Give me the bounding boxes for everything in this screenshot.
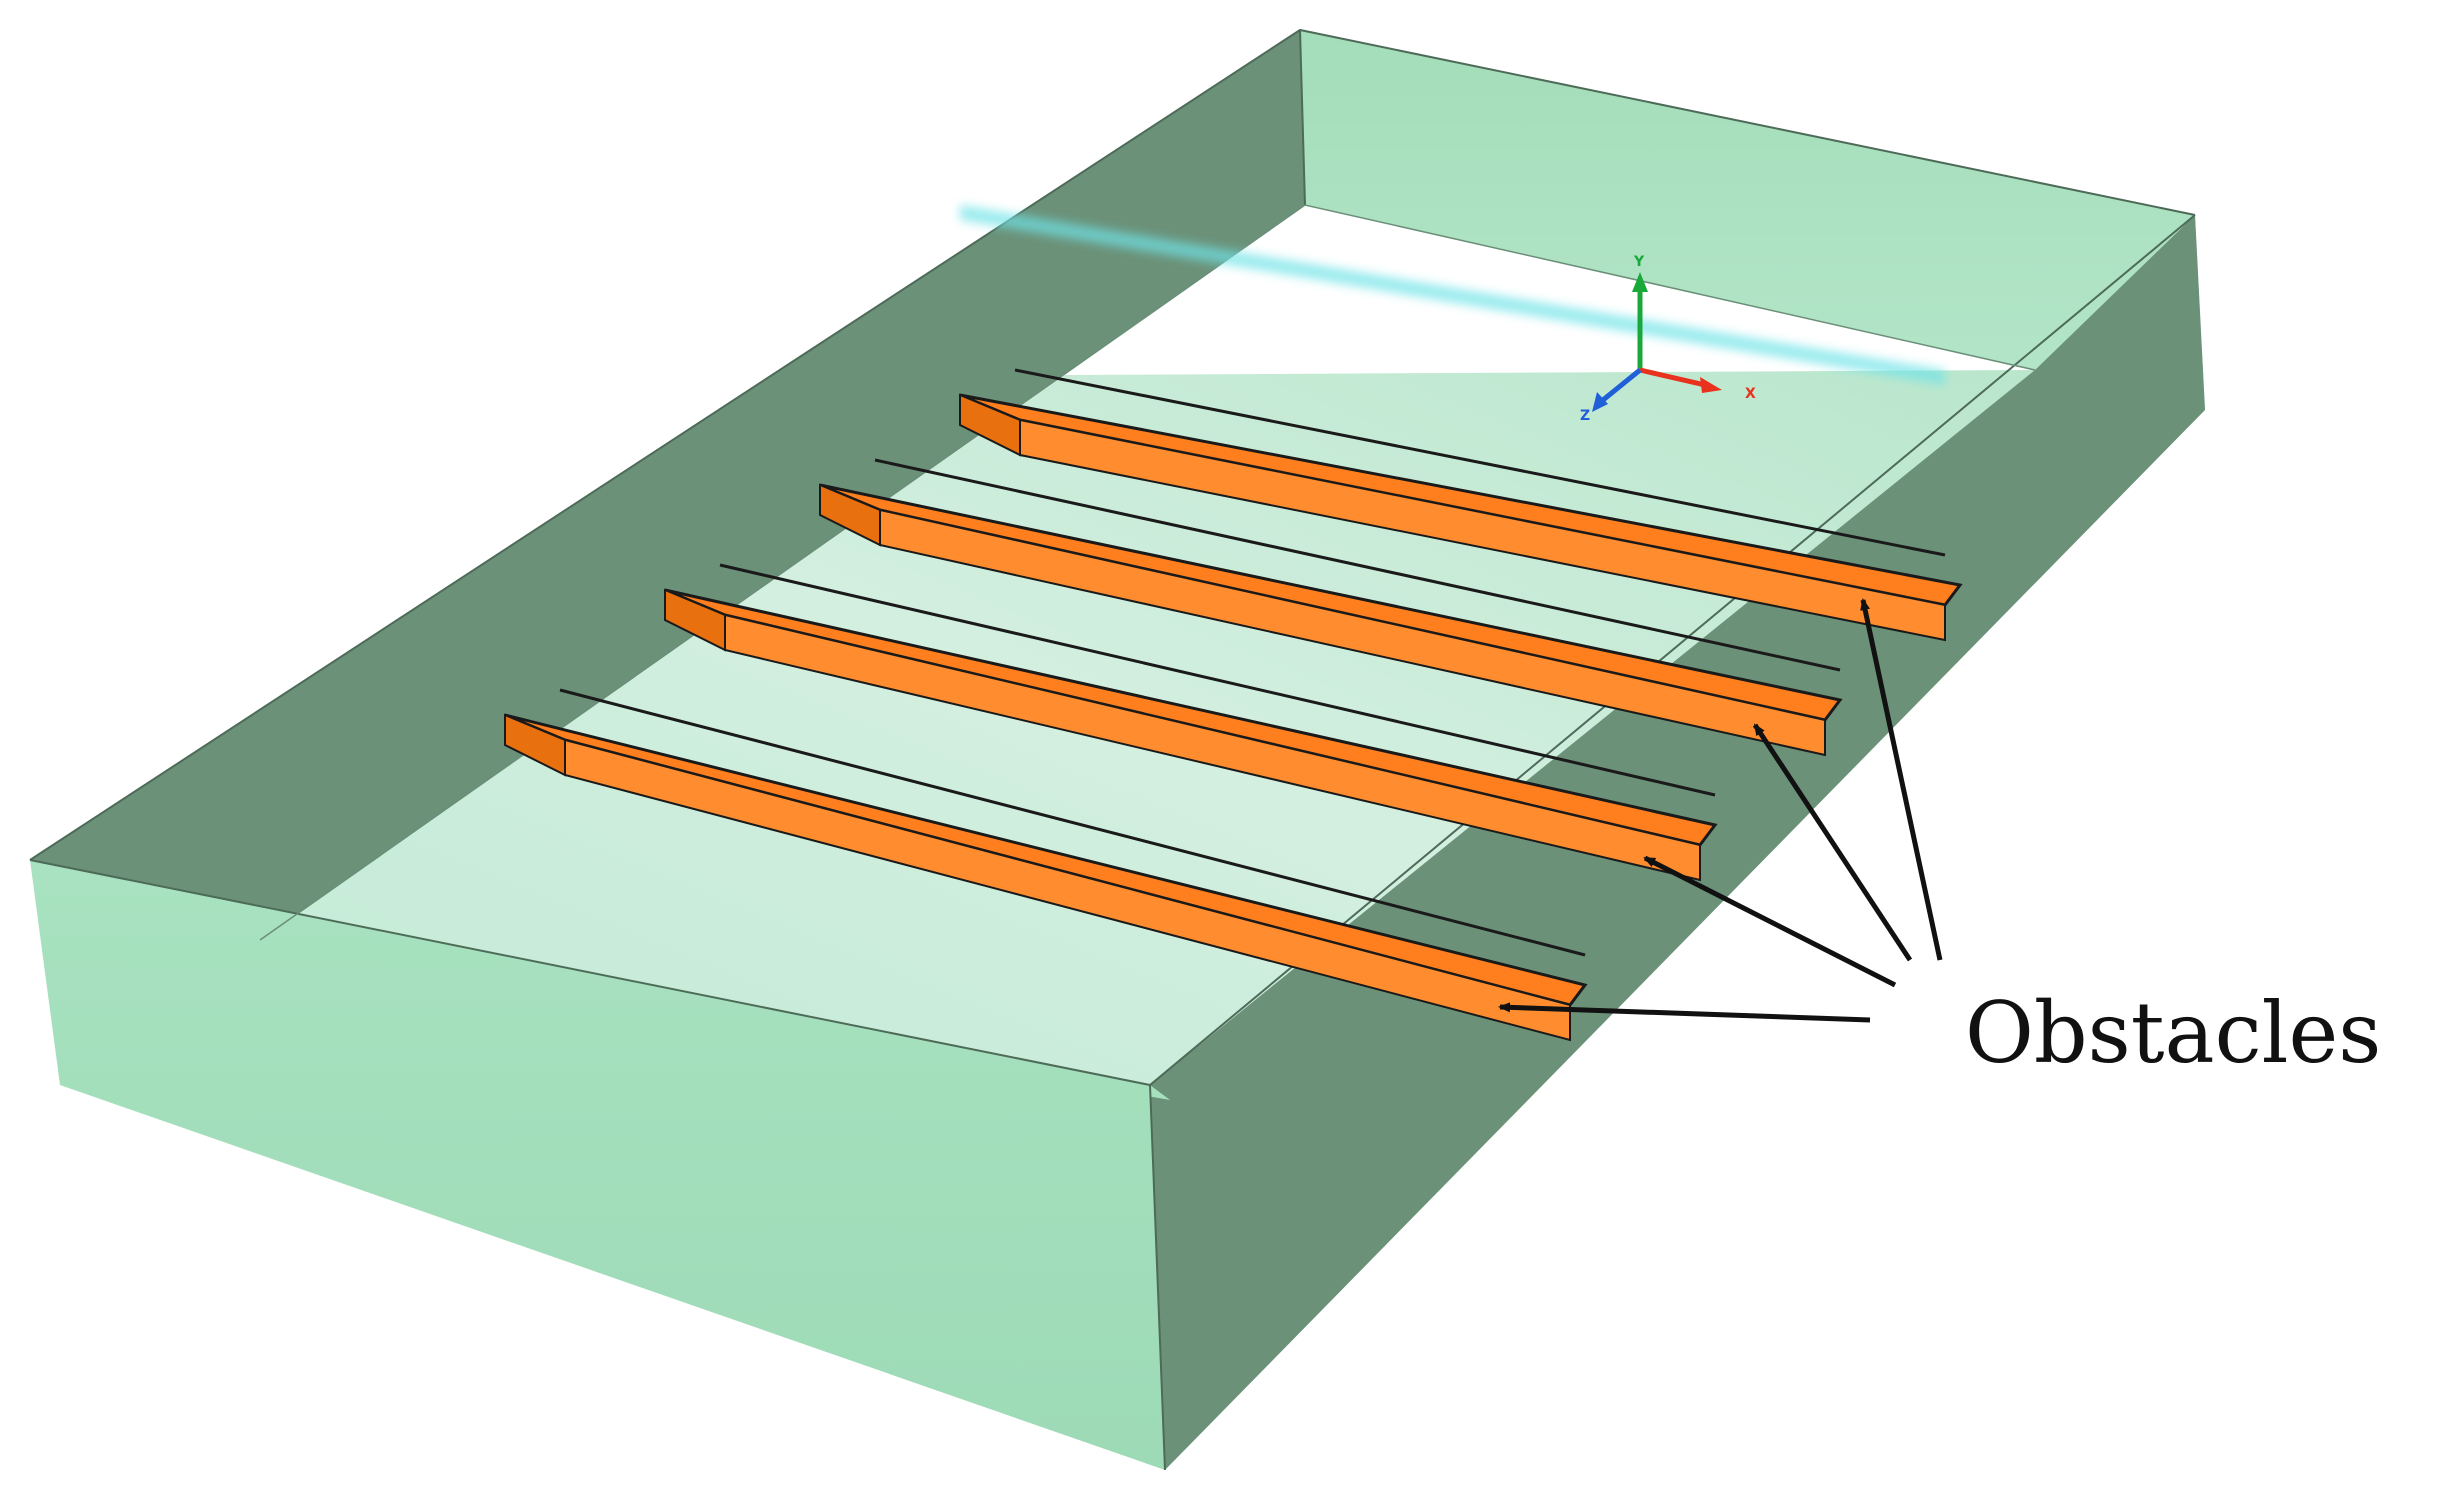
obstacle-2 [819, 458, 1843, 757]
arrow-obstacle-3 [1643, 855, 1897, 988]
obstacle-4-side [504, 713, 566, 777]
back-wall-inner [1300, 30, 2195, 370]
obstacles-label: Obstacles [1965, 984, 2381, 1082]
obstacle-1-side [959, 393, 1021, 457]
axis-y-label: Y [1633, 254, 1645, 270]
axis-x-arrow [1700, 377, 1722, 393]
left-wall-inner [30, 30, 1305, 940]
axis-z-arrow [1592, 392, 1608, 412]
annotation-arrows [1498, 598, 1943, 1023]
obstacle-2-side [819, 483, 881, 547]
obstacles [504, 205, 1963, 1042]
arrow-obstacle-1 [1860, 598, 1943, 961]
axis-y-arrow [1632, 272, 1648, 292]
obstacle-4 [504, 688, 1588, 1042]
obstacle-3-side [664, 588, 726, 652]
obstacle-1 [959, 205, 1963, 642]
axis-x-label: X [1745, 386, 1756, 402]
obstacle-3 [664, 563, 1718, 882]
axis-triad: Y X Z [1580, 254, 1756, 424]
arrow-obstacle-4 [1498, 1002, 1871, 1023]
axis-z-label: Z [1580, 408, 1590, 424]
front-wall-outer [30, 860, 1165, 1470]
arrow-obstacle-2 [1752, 723, 1913, 962]
